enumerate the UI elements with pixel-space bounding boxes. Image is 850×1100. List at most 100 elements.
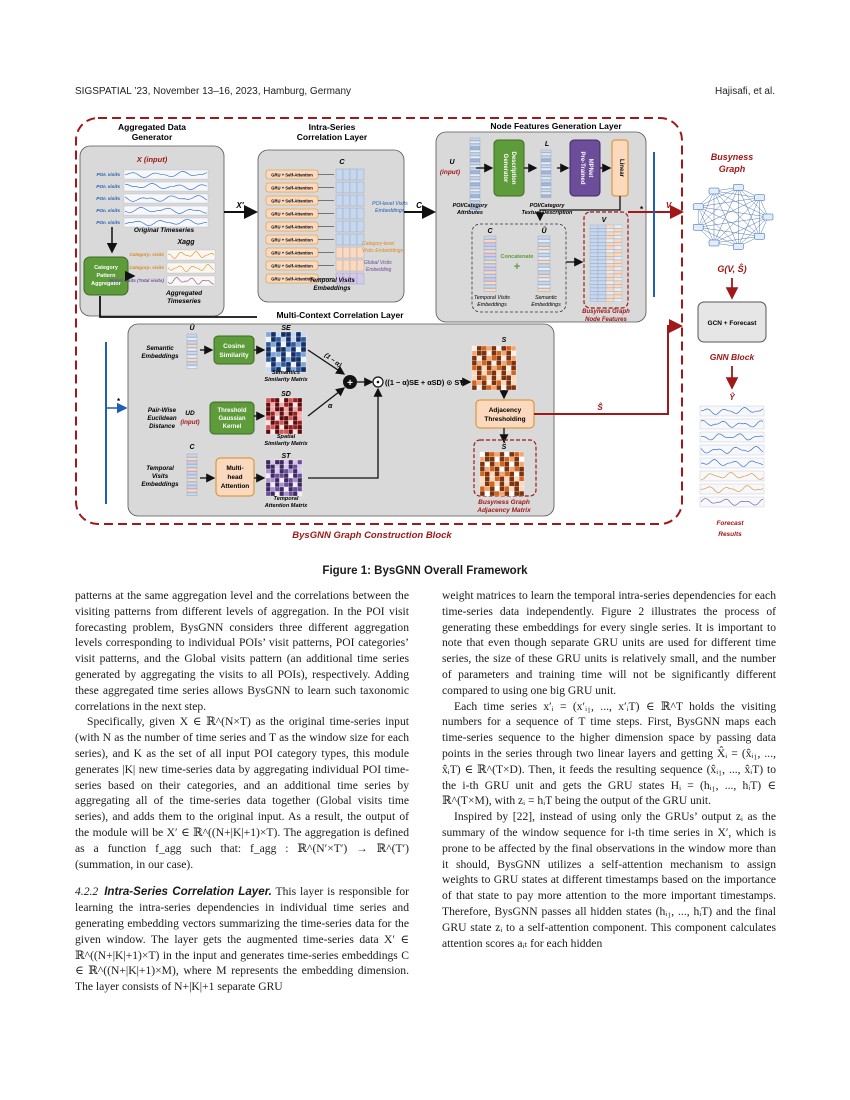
st-mat-cell bbox=[279, 464, 285, 470]
st-mat-cell bbox=[265, 468, 271, 474]
se-mat-cell bbox=[265, 331, 272, 338]
u-vec-cell bbox=[469, 206, 481, 210]
poi-emb-label-1: POI-level Visits bbox=[372, 201, 408, 207]
intra-vec-cell bbox=[356, 233, 365, 246]
v-mat-cell bbox=[597, 259, 607, 264]
shat-mat-cell bbox=[509, 461, 515, 467]
se-mat-cell bbox=[295, 361, 302, 368]
graph-edge bbox=[698, 227, 739, 247]
multi-u-vector bbox=[186, 333, 198, 369]
se-label: SE bbox=[281, 325, 291, 332]
shat-mat-cell bbox=[489, 481, 495, 487]
mc-vec-cell bbox=[186, 467, 198, 472]
st-mat-cell bbox=[274, 459, 280, 465]
s-mat-cell bbox=[476, 355, 482, 361]
s-mat-cell bbox=[481, 345, 487, 352]
shat-mat-cell bbox=[518, 476, 525, 482]
sd-mat-cell bbox=[292, 424, 298, 430]
gcn-label: GCN + Forecast bbox=[708, 320, 758, 327]
v-mat-cell bbox=[589, 277, 599, 281]
v-mat-cell bbox=[589, 284, 599, 288]
shat-mat-cell bbox=[479, 476, 486, 482]
intra-vec-cell bbox=[335, 233, 344, 246]
graph-edge bbox=[713, 190, 760, 198]
v-mat-cell bbox=[597, 231, 607, 236]
se-mat-cell bbox=[265, 366, 272, 373]
graph-edge bbox=[698, 187, 739, 207]
v-mat-cell bbox=[589, 266, 599, 271]
se-mat-cell bbox=[300, 346, 307, 353]
st-mat-cell bbox=[274, 468, 280, 474]
cat-emb-label-2: Visits Embeddings bbox=[362, 248, 404, 254]
st-mat-cell bbox=[283, 468, 289, 474]
v-mat-cell bbox=[605, 273, 615, 278]
sd-mat-cell bbox=[265, 411, 271, 417]
intra-vec-cell bbox=[356, 168, 365, 181]
v-mat-cell bbox=[613, 280, 623, 285]
busyness-title-2: Graph bbox=[719, 164, 746, 174]
shat-mat-cell bbox=[484, 461, 490, 467]
v-mat-cell bbox=[613, 252, 623, 257]
sd-mat-cell bbox=[288, 397, 294, 403]
st-mat-cell bbox=[274, 477, 280, 483]
sd-mat-cell bbox=[288, 415, 294, 421]
nc-vec-cell bbox=[483, 263, 497, 268]
s-mat-cell bbox=[501, 375, 507, 381]
forecast-row-series bbox=[700, 498, 764, 506]
u-vec-cell bbox=[469, 176, 481, 180]
forecast-row-frame bbox=[699, 431, 765, 443]
construction-block-label: BysGNN Graph Construction Block bbox=[292, 530, 452, 541]
gru-unit-label: GRU + Self-Attention bbox=[271, 250, 313, 255]
se-mat-cell bbox=[285, 331, 292, 338]
mc-vec-cell bbox=[186, 457, 198, 461]
shat-mat-cell bbox=[499, 486, 505, 492]
se-mat-cell bbox=[265, 356, 272, 363]
se-to-plus bbox=[307, 349, 346, 375]
intra-vec-cell bbox=[356, 181, 365, 194]
se-mat-cell bbox=[280, 341, 287, 348]
temporal-multi-3: Embeddings bbox=[141, 481, 179, 488]
v-mat-cell bbox=[613, 266, 623, 271]
se-mat-cell bbox=[300, 336, 307, 343]
st-mat-cell bbox=[297, 468, 303, 474]
s-mat-cell bbox=[510, 360, 517, 366]
s-mat-cell bbox=[496, 350, 502, 356]
poi-row-series bbox=[124, 183, 208, 190]
v-mat-cell bbox=[597, 256, 607, 260]
graph-edge bbox=[698, 206, 739, 247]
mc-vec-cell bbox=[186, 488, 198, 493]
l-vec-cell bbox=[540, 152, 552, 156]
se-mat-cell bbox=[290, 341, 297, 348]
plus-node bbox=[343, 375, 357, 389]
se-mat-cell bbox=[295, 336, 302, 343]
intra-vec-cell bbox=[356, 194, 365, 207]
se-mat-cell bbox=[270, 336, 277, 343]
nu-vec-cell bbox=[537, 288, 551, 292]
shat-mat-cell bbox=[479, 486, 486, 492]
sd-mat-cell bbox=[274, 415, 280, 421]
sd-mat-cell bbox=[265, 424, 271, 430]
l-vec-cell bbox=[540, 161, 552, 165]
u-vec-cell bbox=[469, 173, 481, 177]
v-out-label: V bbox=[666, 201, 672, 210]
sd-mat-cell bbox=[288, 402, 294, 408]
poi-attr-label-1: POI/Category bbox=[453, 203, 489, 209]
s-mat-cell bbox=[501, 345, 507, 352]
nc-vec-cell bbox=[483, 239, 497, 243]
semantic-emb-node-1: Semantic bbox=[535, 295, 557, 301]
mc-vec-cell bbox=[186, 485, 198, 489]
temporal-emb-label-1: Temporal Visits bbox=[309, 277, 355, 284]
shat-mat-cell bbox=[494, 471, 500, 477]
se-mat-cell bbox=[270, 361, 277, 368]
intra-vec-cell bbox=[356, 207, 365, 220]
adj-label-2: Adjacency Matrix bbox=[476, 507, 531, 514]
v-mat-cell bbox=[589, 252, 599, 257]
shat-mat-cell bbox=[499, 456, 505, 462]
shat-mat-cell bbox=[499, 490, 505, 497]
mu-vec-cell bbox=[186, 358, 198, 362]
v-mat-cell bbox=[605, 238, 615, 243]
v-mat-cell bbox=[597, 277, 607, 281]
poi-row-series bbox=[124, 207, 208, 214]
star-left: * bbox=[117, 397, 121, 406]
se-mat-cell bbox=[275, 356, 282, 363]
